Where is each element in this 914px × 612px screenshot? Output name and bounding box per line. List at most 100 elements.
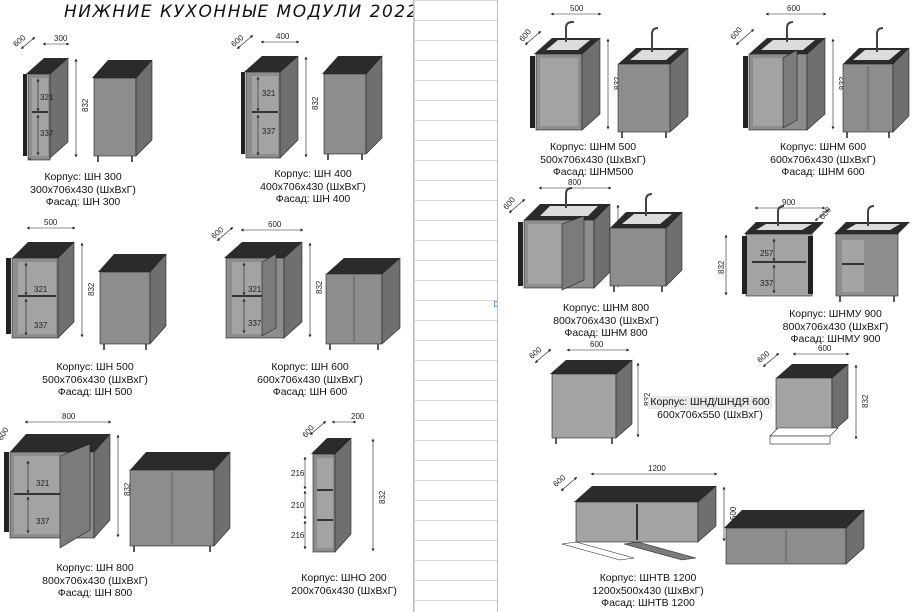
module-shm600[interactable]: 600 600 832 Корпус: ШНМ 600 600х706х430 …: [728, 4, 914, 180]
sh800-size: 800х706х430 (ШхВхГ): [42, 574, 148, 587]
shd600-drawer-dim-w: 600: [818, 344, 832, 353]
shd600-drawer-dim-h: 832: [861, 394, 870, 408]
sh400-dim-s2: 337: [262, 127, 276, 136]
page-left: НИЖНИЕ КУХОННЫЕ МОДУЛИ 2022 ⌐ 300 600: [0, 0, 414, 612]
shm500-drawing: 500 600 832: [517, 4, 689, 138]
sh500-dim-s1: 321: [34, 285, 48, 294]
shtv1200-closed-cabinet: [724, 509, 865, 565]
sh300-dim-s2: 337: [40, 129, 54, 138]
shtv1200-corpus: Корпус: ШНТВ 1200: [599, 572, 697, 584]
module-sho200[interactable]: 200 600 832 216 210 216 Корпус: ШНО 200 …: [275, 410, 413, 600]
sh800-corpus: Корпус: ШН 800: [56, 562, 134, 574]
module-shm500[interactable]: 500 600 832 Корпус: ШНМ 500 500х706х430 …: [517, 4, 703, 180]
shm800-size: 800х706х430 (ШхВхГ): [553, 314, 659, 327]
sh300-dims: [20, 37, 78, 158]
sh300-closed-cabinet: [92, 59, 153, 162]
sh600-drawing: 600 600 832 321 337: [209, 220, 401, 350]
sho200-dim-h: 832: [378, 490, 387, 504]
shm800-facade: Фасад: ШНМ 800: [564, 327, 648, 339]
shm500-dim-w: 500: [570, 4, 584, 13]
shm600-drawing: 600 600 832: [728, 4, 910, 138]
sh400-dim-h: 832: [311, 96, 320, 110]
shm800-dim-d: 600: [501, 195, 517, 211]
sh800-dim-h: 832: [123, 482, 132, 496]
shmu900-dim-w: 900: [782, 198, 796, 207]
shm600-sink-cabinet: [743, 21, 826, 131]
shm600-dim-d: 600: [728, 25, 744, 41]
shm800-drawing: 800 600 832: [501, 178, 683, 292]
sh600-open-cabinet: [224, 241, 303, 339]
module-sh800[interactable]: 800 600 832 321 337 Корпус: ШН 800 800х7…: [0, 412, 240, 608]
sh600-dim-s2: 337: [248, 319, 262, 328]
shtv1200-dim-h: 500: [729, 506, 738, 520]
shd600-dim-w: 600: [590, 340, 604, 349]
shm600-closed-sink-cabinet: [842, 27, 910, 138]
shm800-caption: Корпус: ШНМ 800 800х706х430 (ШхВхГ) Фаса…: [506, 302, 706, 340]
sh600-corpus: Корпус: ШН 600: [271, 361, 349, 373]
sh500-dim-h: 832: [87, 282, 96, 296]
shd600-open-cabinet: [550, 359, 633, 444]
module-shm800[interactable]: 800 600 832 Корпус: ШНМ 800 800х706х430 …: [501, 178, 706, 340]
shm500-facade: Фасад: ШНМ500: [552, 166, 634, 178]
sh400-facade: Фасад: ШН 400: [275, 193, 351, 205]
sh600-caption: Корпус: ШН 600 600х706х430 (ШхВхГ) Фасад…: [210, 361, 410, 399]
module-sh600[interactable]: 600 600 832 321 337 Корпус: ШН 600 600х7…: [209, 220, 410, 400]
sh500-caption: Корпус: ШН 500 500х706х430 (ШхВхГ) Фасад…: [0, 361, 190, 399]
shd600-drawer-dim-d: 600: [755, 349, 771, 365]
sh600-dim-w: 600: [268, 220, 282, 229]
shm600-dim-h: 832: [838, 76, 847, 90]
sh600-size: 600х706х430 (ШхВхГ): [257, 373, 363, 386]
sh300-dim-w: 300: [54, 34, 68, 43]
module-sh400[interactable]: 400 600 832 321 337 Корпус: ШН 400 400х7…: [228, 30, 398, 215]
module-sh300[interactable]: 300 600 832 321 337 Корпус: ШН 300 300х7…: [8, 30, 158, 215]
sh400-dim-s1: 321: [262, 89, 276, 98]
shmu900-closed-corner-cabinet: [834, 205, 910, 302]
spreadsheet-grid: [414, 0, 497, 612]
sh300-drawing: 300 600 832 321 337: [11, 33, 153, 162]
sh500-dim-s2: 337: [34, 321, 48, 330]
sh800-facade: Фасад: ШН 800: [57, 587, 133, 599]
shmu900-corpus: Корпус: ШНМУ 900: [789, 308, 882, 320]
module-shtv1200[interactable]: 1200 600 500 Корпус: ШНТВ 1200 1200х500х…: [548, 462, 914, 610]
sh800-caption: Корпус: ШН 800 800х706х430 (ШхВхГ) Фасад…: [0, 562, 190, 600]
shmu900-drawing: 900 600 832 257 337: [717, 198, 910, 302]
shm500-caption: Корпус: ШНМ 500 500х706х430 (ШхВхГ) Фаса…: [518, 141, 668, 179]
sh300-open-cabinet: [23, 57, 69, 161]
sh400-dim-w: 400: [276, 32, 290, 41]
shm500-size: 500х706х430 (ШхВхГ): [540, 153, 646, 166]
shm500-dim-h: 832: [613, 76, 622, 90]
shtv1200-dim-w: 1200: [648, 464, 666, 473]
sh400-caption: Корпус: ШН 400 400х706х430 (ШхВхГ) Фасад…: [228, 168, 398, 206]
sh500-corpus: Корпус: ШН 500: [56, 361, 134, 373]
sh800-dim-s1: 321: [36, 479, 50, 488]
sh500-size: 500х706х430 (ШхВхГ): [42, 373, 148, 386]
shm500-dim-d: 600: [517, 27, 533, 43]
module-shd600[interactable]: 600 600 832 600 600 832 Корпус: ШНД/ШНДЯ…: [527, 340, 914, 462]
sh400-open-cabinet: [241, 55, 299, 159]
shmu900-facade: Фасад: ШНМУ 900: [790, 333, 881, 345]
shd600-drawing: 600 600 832 600 600 832: [527, 340, 870, 445]
shtv1200-dim-d: 600: [551, 473, 567, 489]
sh300-facade: Фасад: ШН 300: [45, 196, 121, 208]
shmu900-dim-d: 600: [817, 205, 833, 221]
shmu900-dim-h: 832: [717, 260, 726, 274]
shmu900-dim-s2: 337: [760, 279, 774, 288]
shd600-dim-h: 832: [643, 392, 652, 406]
sho200-dim-s1: 216: [291, 469, 305, 478]
page-right: 500 600 832 Корпус: ШНМ 500 500х706х430 …: [497, 0, 914, 612]
sh500-open-cabinet: [6, 241, 75, 339]
sh300-size: 300х706х430 (ШхВхГ): [30, 183, 136, 196]
module-shmu900[interactable]: 900 600 832 257 337 Корпус: ШНМУ 900 800…: [716, 198, 914, 348]
sh500-facade: Фасад: ШН 500: [57, 386, 133, 398]
shm800-closed-sink-cabinet: [609, 193, 683, 292]
shtv1200-size: 1200х500х430 (ШхВхГ): [592, 584, 704, 597]
module-sh500[interactable]: 500 832 321 337 Корпус: ШН 500 500х706х4…: [0, 218, 190, 400]
sh300-caption: Корпус: ШН 300 300х706х430 (ШхВхГ) Фасад…: [8, 171, 158, 209]
sh600-dim-d: 600: [209, 225, 225, 241]
shm800-dim-w: 800: [568, 178, 582, 187]
sh400-dim-d: 600: [229, 33, 245, 49]
sh500-dim-w: 500: [44, 218, 58, 227]
sh800-dim-w: 800: [62, 412, 76, 421]
sho200-open-shelf: [311, 437, 352, 553]
shd600-dim-d: 600: [527, 345, 543, 361]
